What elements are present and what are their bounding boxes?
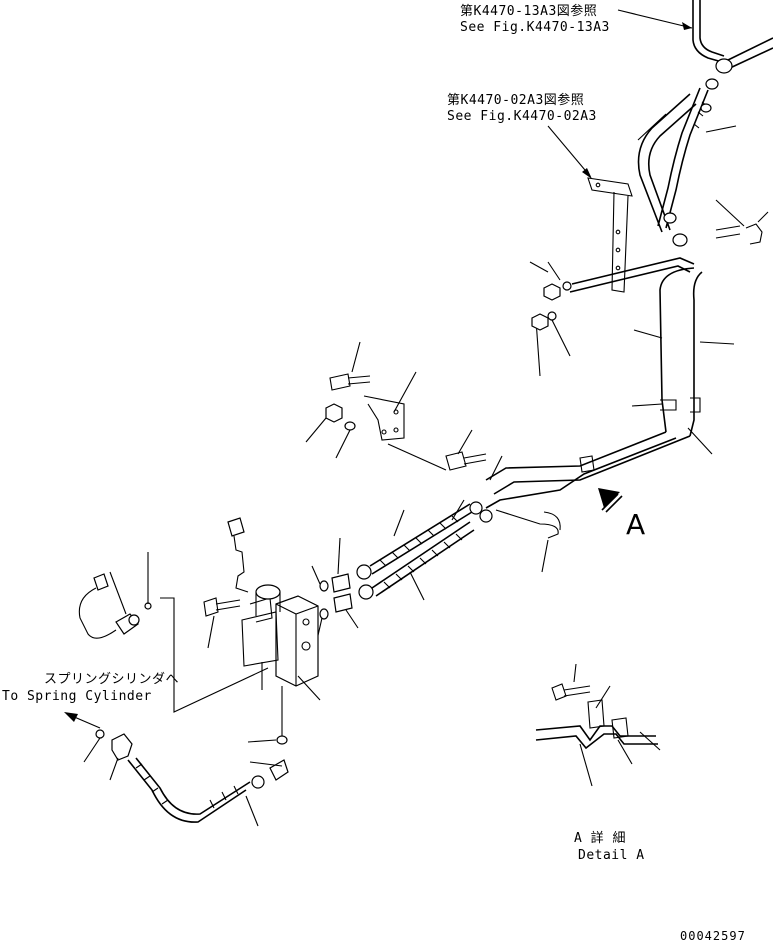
pressure-sensor <box>78 552 269 713</box>
detail-a-title-jp: A 詳 細 <box>574 830 626 846</box>
detail-a-view <box>535 663 661 787</box>
lower-hose <box>83 729 289 827</box>
reference-1-jp: 第K4470-13A3図参照 <box>460 3 597 19</box>
reference-2-leader <box>547 125 591 177</box>
detail-a-marker: A <box>626 508 645 541</box>
detail-a-title-en: Detail A <box>578 848 645 863</box>
reference-1-leader <box>617 9 693 29</box>
reference-1-arrowhead <box>682 22 692 30</box>
detail-a-pointer <box>598 488 623 513</box>
central-hoses <box>311 499 493 645</box>
spring-cylinder-label-jp: スプリングシリンダへ <box>44 672 179 687</box>
reference-2-jp: 第K4470-02A3図参照 <box>447 92 584 108</box>
spring-cylinder-leader <box>71 715 101 729</box>
reference-2-en: See Fig.K4470-02A3 <box>447 109 597 124</box>
upper-pipe-assembly <box>485 0 773 509</box>
drawing-number: 00042597 <box>680 929 746 943</box>
reference-2-arrowhead <box>582 168 592 179</box>
spring-cylinder-label-en: To Spring Cylinder <box>2 689 152 704</box>
middle-bracket <box>305 341 561 573</box>
nuts-and-washers-upper <box>531 281 572 331</box>
leader-lines-upper <box>529 113 769 455</box>
reference-1-en: See Fig.K4470-13A3 <box>460 20 610 35</box>
valve-block <box>203 517 321 745</box>
spring-cylinder-arrowhead <box>64 712 78 722</box>
